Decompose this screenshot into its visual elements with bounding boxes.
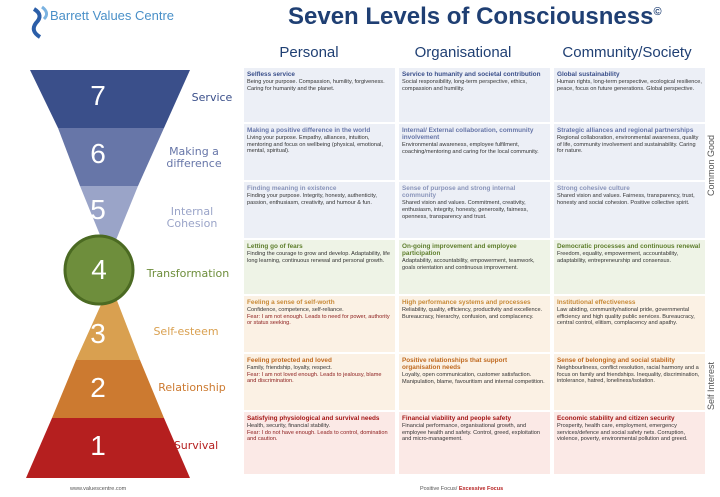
side-label-common-good: Common Good [706, 134, 716, 196]
level-1-band [26, 418, 190, 478]
cell-level-5-organisational: Sense of purpose and strong internal com… [399, 182, 550, 238]
level-5-band [80, 186, 138, 240]
cell-fear: Fear: I am not enough. Leads to need for… [247, 313, 390, 327]
cell-level-4-organisational: On-going improvement and employee partic… [399, 240, 550, 294]
cell-body: Loyalty, open communication, customer sa… [402, 372, 545, 385]
cell-body: Regional collaboration, environmental aw… [557, 135, 699, 155]
level-number-4: 4 [91, 254, 107, 285]
level-number-1: 1 [90, 430, 106, 461]
cell-body: Adaptability, accountability, empowermen… [402, 258, 535, 271]
cell-body: Living your purpose. Empathy, alliances,… [247, 135, 383, 155]
cell-heading: Global sustainability [557, 71, 620, 78]
cell-body: Environmental awareness, employee fulfil… [402, 142, 539, 155]
cell-level-1-personal: Satisfying physiological and survival ne… [244, 412, 395, 474]
cell-body: Finding your purpose. Integrity, honesty… [247, 193, 377, 206]
column-header-organisational: Organisational [414, 44, 512, 61]
side-label-self-interest: Self Interest [706, 361, 716, 410]
level-number-7: 7 [90, 80, 106, 111]
level-name-6: Making a difference [166, 145, 222, 170]
level-name-2: Relationship [158, 381, 226, 394]
footer-url: www.valuescentre.com [70, 486, 127, 492]
barrett-logo-icon [31, 5, 49, 39]
cell-heading: Service to humanity and societal contrib… [402, 71, 541, 78]
cell-heading: Financial viability and people safety [402, 415, 512, 422]
cell-body: Shared vision and values. Commitment, cr… [402, 200, 528, 220]
level-3-band [76, 298, 140, 360]
footer-focus-legend: Positive Focus/ Excessive Focus [420, 486, 504, 492]
cell-heading: Finding meaning in existence [247, 185, 337, 192]
cell-level-4-community: Democratic processes and continuous rene… [554, 240, 705, 294]
cell-heading: Sense of purpose and strong internal com… [402, 185, 516, 200]
cell-body: Law abiding, community/national pride, g… [557, 307, 695, 327]
level-number-5: 5 [90, 194, 106, 225]
cell-body: Being your purpose. Compassion, humility… [247, 79, 385, 92]
level-number-6: 6 [90, 138, 106, 169]
level-name-5: Internal Cohesion [166, 205, 218, 230]
cell-fear: Fear: I do not have enough. Leads to con… [247, 429, 388, 443]
column-header-personal: Personal [279, 44, 339, 61]
level-name-7: Service [191, 91, 233, 104]
cell-body: Prosperity, health care, employment, eme… [557, 423, 688, 443]
level-6-band [58, 128, 164, 186]
cell-level-7-organisational: Service to humanity and societal contrib… [399, 68, 550, 122]
cell-body: Reliability, quality, efficiency, produc… [402, 307, 543, 320]
cell-heading: On-going improvement and employee partic… [402, 243, 517, 258]
cell-body: Neighbourliness, conflict resolution, ra… [557, 365, 700, 385]
level-name-3: Self-esteem [153, 325, 219, 338]
cell-body: Freedom, equality, empowerment, accounta… [557, 251, 679, 264]
cell-level-6-organisational: Internal/ External collaboration, commun… [399, 124, 550, 180]
cell-heading: Letting go of fears [247, 243, 303, 250]
level-number-2: 2 [90, 372, 106, 403]
cell-level-2-organisational: Positive relationships that support orga… [399, 354, 550, 410]
cell-heading: Feeling protected and loved [247, 357, 332, 364]
cell-body: Social responsibility, long-term perspec… [402, 79, 527, 92]
cell-heading: Democratic processes and continuous rene… [557, 243, 701, 250]
cell-heading: Making a positive difference in the worl… [247, 127, 371, 134]
cell-body: Health, security, financial stability. [247, 423, 331, 430]
consciousness-hourglass [26, 70, 190, 478]
cell-level-6-personal: Making a positive difference in the worl… [244, 124, 395, 180]
level-2-band [52, 360, 164, 418]
cell-body: Finding the courage to grow and develop.… [247, 251, 390, 264]
cell-heading: Sense of belonging and social stability [557, 357, 675, 364]
cell-heading: Institutional effectiveness [557, 299, 636, 306]
cell-body: Family, friendship, loyalty, respect. [247, 365, 332, 372]
cell-heading: Internal/ External collaboration, commun… [402, 127, 534, 142]
cell-heading: High performance systems and processes [402, 299, 531, 306]
cell-body: Human rights, long-term perspective, eco… [557, 79, 702, 92]
cell-body: Shared vision and values. Fairness, tran… [557, 193, 695, 206]
level-7-band [30, 70, 190, 128]
brand-name: Barrett Values Centre [50, 8, 175, 23]
level-number-3: 3 [90, 318, 106, 349]
page-title: Seven Levels of Consciousness© [288, 3, 662, 30]
cell-heading: Feeling a sense of self-worth [247, 299, 335, 306]
level-name-4: Transformation [146, 267, 230, 280]
level-name-1: Survival [173, 439, 219, 452]
cell-heading: Positive relationships that support orga… [402, 357, 508, 372]
cell-heading: Strong cohesive culture [557, 185, 630, 192]
cell-heading: Strategic alliances and regional partner… [557, 127, 694, 134]
column-header-community: Community/Society [562, 44, 692, 61]
cell-heading: Selfless service [247, 71, 295, 78]
level-4-circle [63, 234, 135, 306]
cell-level-6-community: Strategic alliances and regional partner… [554, 124, 705, 180]
cell-body: Confidence, competence, self-reliance. [247, 307, 344, 314]
cell-heading: Satisfying physiological and survival ne… [247, 415, 380, 422]
cell-heading: Economic stability and citizen security [557, 415, 675, 422]
cell-body: Financial performance, organisational gr… [402, 423, 540, 443]
cell-fear: Fear: I am not loved enough. Leads to je… [247, 371, 382, 385]
